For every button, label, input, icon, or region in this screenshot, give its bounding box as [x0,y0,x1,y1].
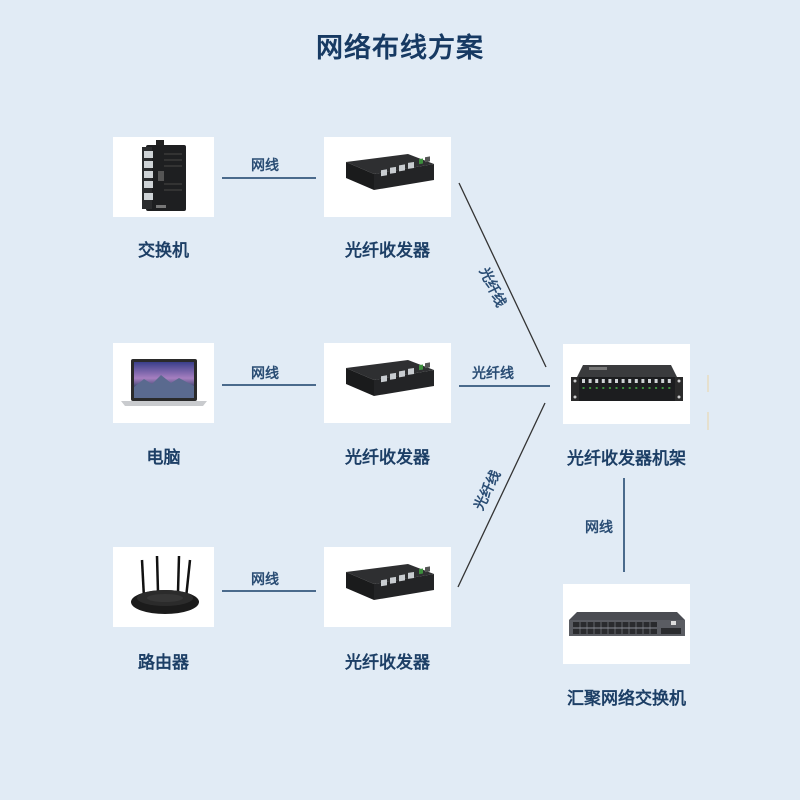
fiber-transceiver-icon [345,564,434,600]
laptop-icon [120,359,207,406]
device-transceiver-3[interactable] [324,547,451,627]
industrial-switch-icon [141,140,186,211]
wire-label-transceiver2-rack: 光纤线 [472,366,514,382]
device-switch[interactable] [113,137,214,217]
wire-label-rack-core-switch: 网线 [585,520,613,536]
wire-label-computer-transceiver: 网线 [251,366,279,382]
device-label-transceiver-1: 光纤收发器 [345,241,430,261]
fiber-line-transceiver1-rack [458,182,547,368]
wire-label-switch-transceiver: 网线 [251,158,279,174]
device-label-computer: 电脑 [146,448,181,468]
device-label-switch: 交换机 [138,241,189,261]
fiber-transceiver-icon [345,360,434,396]
transceiver-rack-icon [570,365,683,401]
device-transceiver-rack[interactable] [563,344,690,424]
device-router[interactable] [113,547,214,627]
wire-label-router-transceiver: 网线 [251,572,279,588]
device-label-router: 路由器 [138,653,189,673]
device-transceiver-2[interactable] [324,343,451,423]
device-core-switch[interactable] [563,584,690,664]
fiber-line-transceiver3-rack [457,402,546,588]
rack-switch-icon [568,612,685,636]
device-transceiver-1[interactable] [324,137,451,217]
fiber-transceiver-icon [345,154,434,190]
device-label-transceiver-rack: 光纤收发器机架 [567,449,686,469]
page-title: 网络布线方案 [316,33,484,64]
device-label-transceiver-2: 光纤收发器 [345,448,430,468]
device-label-core-switch: 汇聚网络交换机 [567,689,686,709]
router-icon [130,555,199,614]
device-label-transceiver-3: 光纤收发器 [345,653,430,673]
device-computer[interactable] [113,343,214,423]
